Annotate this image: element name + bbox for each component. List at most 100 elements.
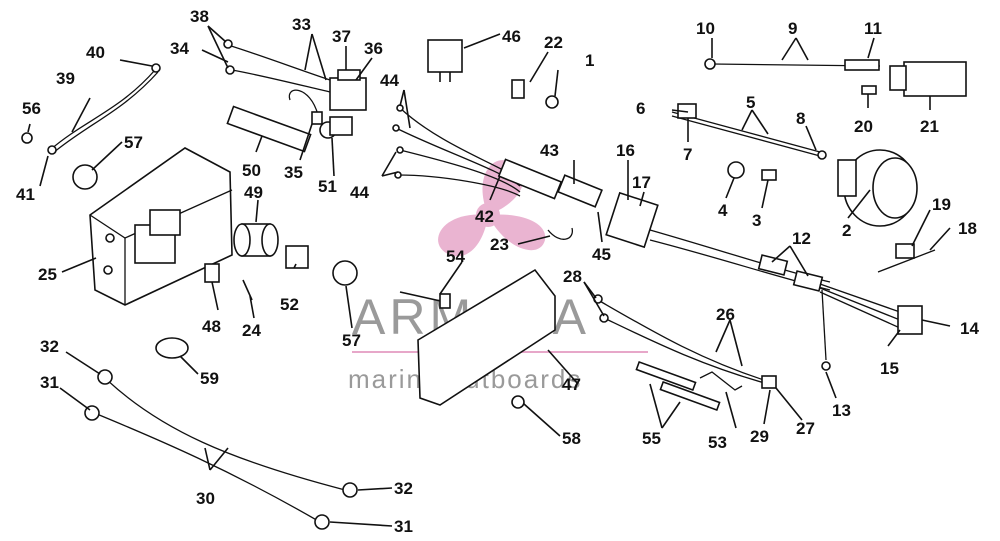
part-58-screw (511, 395, 525, 409)
leader-lines (27, 25, 951, 527)
part-30-harness (104, 377, 346, 491)
callout-37: 37 (332, 27, 351, 46)
callout-50: 50 (242, 161, 261, 180)
callout-31b: 31 (394, 517, 413, 536)
callout-57: 57 (124, 133, 143, 152)
part-22-bracket (511, 79, 525, 99)
callout-55: 55 (642, 429, 661, 448)
part-3-socket (761, 169, 777, 181)
callout-12: 12 (792, 229, 811, 248)
part-49-grommet (233, 223, 279, 257)
callout-1: 1 (585, 51, 594, 70)
callout-22: 22 (544, 33, 563, 52)
part-27-sender (761, 375, 777, 389)
callout-44b: 44 (350, 183, 369, 202)
callout-28: 28 (563, 267, 582, 286)
part-33-harness (227, 44, 331, 81)
callout-9: 9 (788, 19, 797, 38)
part-54-bolt (399, 291, 446, 303)
callout-49: 49 (244, 183, 263, 202)
part-25-housing (89, 147, 233, 306)
callout-30: 30 (196, 489, 215, 508)
part-56-nut (21, 132, 33, 144)
callout-labels: 1 2 3 4 5 6 7 8 9 10 11 12 13 14 15 16 1… (16, 7, 979, 536)
callout-32b: 32 (394, 479, 413, 498)
callout-2: 2 (842, 221, 851, 240)
callout-40: 40 (86, 43, 105, 62)
part-52-spacer (285, 245, 309, 269)
part-13-terminal (821, 361, 831, 371)
callout-26: 26 (716, 305, 735, 324)
part-40-terminal (151, 63, 161, 73)
part-55-sleeve (635, 360, 697, 392)
callout-54: 54 (446, 247, 465, 266)
callout-4: 4 (718, 201, 728, 220)
callout-46: 46 (502, 27, 521, 46)
callout-31: 31 (40, 373, 59, 392)
callout-15: 15 (880, 359, 899, 378)
part-59-clamp (155, 337, 189, 359)
callout-57b: 57 (342, 331, 361, 350)
part-43-sender (557, 174, 603, 208)
part-4-bulb (727, 161, 745, 179)
callout-59: 59 (200, 369, 219, 388)
part-39-cable (49, 69, 156, 151)
part-57-washer (72, 164, 98, 190)
callout-27: 27 (796, 419, 815, 438)
callout-23: 23 (490, 235, 509, 254)
part-20-pin (861, 85, 877, 95)
callout-34: 34 (170, 39, 189, 58)
part-8-terminal (817, 150, 827, 160)
part-21-housing (903, 61, 967, 97)
callout-29: 29 (750, 427, 769, 446)
callout-41: 41 (16, 185, 35, 204)
callout-8: 8 (796, 109, 805, 128)
callout-5: 5 (746, 93, 755, 112)
part-19-connector (895, 243, 915, 259)
part-17-switch (605, 191, 659, 249)
callout-18: 18 (958, 219, 977, 238)
callout-17: 17 (632, 173, 651, 192)
callout-39: 39 (56, 69, 75, 88)
callout-13: 13 (832, 401, 851, 420)
part-26-harness (597, 299, 771, 383)
callout-11: 11 (864, 19, 882, 38)
callout-24: 24 (242, 321, 261, 340)
callout-52: 52 (280, 295, 299, 314)
part-53-clip (699, 371, 743, 391)
part-14-connector (897, 305, 923, 335)
part-32-ring (97, 369, 113, 385)
part-57b-washer (332, 260, 358, 286)
callout-56: 56 (22, 99, 41, 118)
callout-7: 7 (683, 145, 692, 164)
callout-48: 48 (202, 317, 221, 336)
callout-53: 53 (708, 433, 727, 452)
callout-19: 19 (932, 195, 951, 214)
callout-21: 21 (920, 117, 939, 136)
part-47-cover (417, 268, 556, 406)
callout-6: 6 (636, 99, 645, 118)
callout-44: 44 (380, 71, 399, 90)
callout-51: 51 (318, 177, 337, 196)
part-11-connector (844, 59, 880, 71)
callout-47: 47 (562, 375, 581, 394)
callout-35: 35 (284, 163, 303, 182)
callout-3: 3 (752, 211, 761, 230)
callout-38: 38 (190, 7, 209, 26)
part-36-connector (329, 77, 367, 111)
callout-10: 10 (696, 19, 715, 38)
part-50-sleeve (226, 105, 312, 153)
part-10-terminal (704, 58, 716, 70)
callout-33: 33 (292, 15, 311, 34)
callout-16: 16 (616, 141, 635, 160)
callout-36: 36 (364, 39, 383, 58)
part-48-clip (204, 263, 220, 283)
callout-45: 45 (592, 245, 611, 264)
part-46-relay (427, 39, 463, 73)
callout-25: 25 (38, 265, 57, 284)
callout-43: 43 (540, 141, 559, 160)
part-1-screw (545, 95, 559, 109)
part-2-gauge (837, 149, 918, 227)
callout-42: 42 (475, 207, 494, 226)
